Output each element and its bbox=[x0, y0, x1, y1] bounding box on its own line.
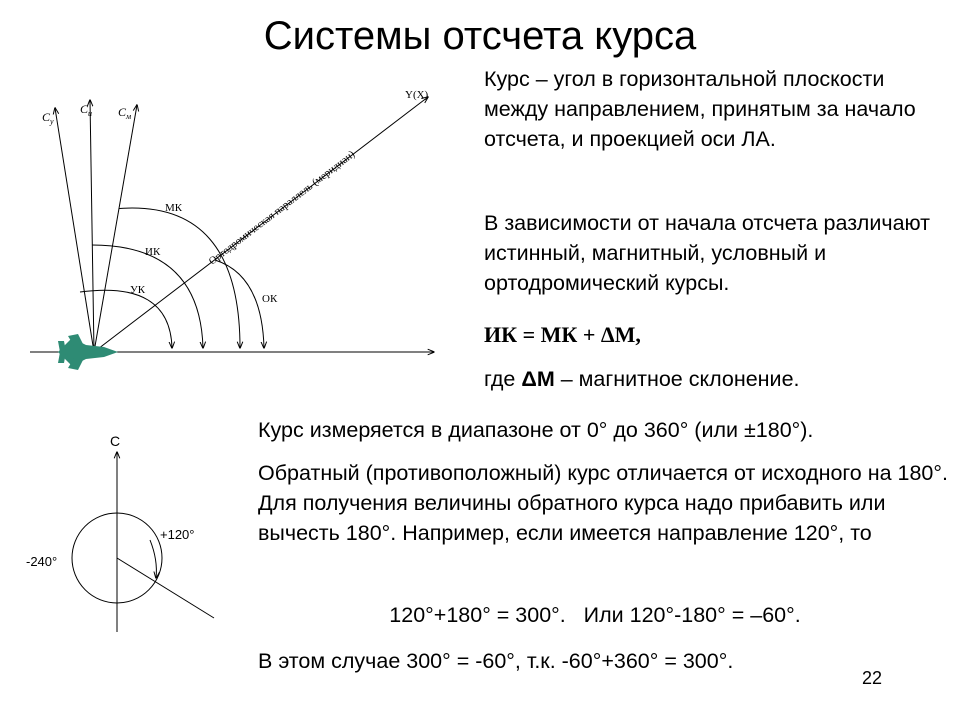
magnetic-north-line bbox=[93, 105, 137, 353]
declination-text: где ΔМ – магнитное склонение. bbox=[484, 364, 944, 394]
conditional-north-line bbox=[55, 108, 95, 353]
compass-diagram: С +120° -240° bbox=[26, 433, 215, 632]
ortho-course-label: ОК bbox=[262, 293, 278, 305]
true-course-label: ИК bbox=[145, 246, 161, 258]
declination-prefix: где bbox=[484, 367, 522, 391]
page-number: 22 bbox=[862, 668, 883, 688]
course-types-text: В зависимости от начала отсчета различаю… bbox=[484, 211, 931, 295]
orthodromic-line-label: Ортодромическая параллель (меридиан) bbox=[207, 149, 357, 268]
north-label: С bbox=[110, 433, 120, 449]
course-direction-line bbox=[116, 557, 215, 619]
positive-angle-label: +120° bbox=[160, 527, 194, 542]
axis-y-label: Y(X) bbox=[405, 89, 429, 101]
reverse-course-text: Обратный (противоположный) курс отличает… bbox=[258, 461, 948, 545]
aircraft-icon bbox=[58, 334, 118, 370]
true-north-label: Cи bbox=[80, 102, 92, 118]
declination-suffix: – магнитное склонение. bbox=[554, 367, 800, 391]
positive-angle-arrow bbox=[149, 539, 156, 578]
negative-angle-label: -240° bbox=[26, 554, 57, 569]
conditional-north-label: Cу bbox=[42, 110, 54, 126]
conclusion-text: В этом случае 300° = -60°, т.к. -60°+360… bbox=[258, 649, 734, 673]
magnetic-course-arc bbox=[119, 207, 241, 348]
orthodromic-line bbox=[93, 97, 428, 353]
ortho-course-arc bbox=[214, 259, 264, 348]
true-course-arc bbox=[91, 244, 203, 348]
conditional-course-label: УК bbox=[130, 284, 146, 296]
magnetic-north-label: Cм bbox=[118, 105, 131, 121]
definition-text: Курс – угол в горизонтальной плоскости м… bbox=[484, 67, 916, 151]
course-systems-diagram: Y(X) Cу Cи Cм МК ИК УК ОК Ортодромическа… bbox=[30, 89, 460, 370]
course-circle bbox=[71, 512, 163, 604]
course-formula: ИК = МК + ΔМ, bbox=[484, 322, 641, 347]
magnetic-course-label: МК bbox=[165, 202, 183, 214]
declination-symbol: ΔМ bbox=[521, 367, 555, 391]
range-text: Курс измеряется в диапазоне от 0° до 360… bbox=[258, 418, 814, 442]
true-north-line bbox=[90, 100, 95, 353]
slide-title: Системы отсчета курса bbox=[263, 14, 697, 58]
conditional-course-arc bbox=[79, 289, 172, 348]
example-line: 120°+180° = 300°. Или 120°-180° = –60°. bbox=[389, 603, 801, 627]
